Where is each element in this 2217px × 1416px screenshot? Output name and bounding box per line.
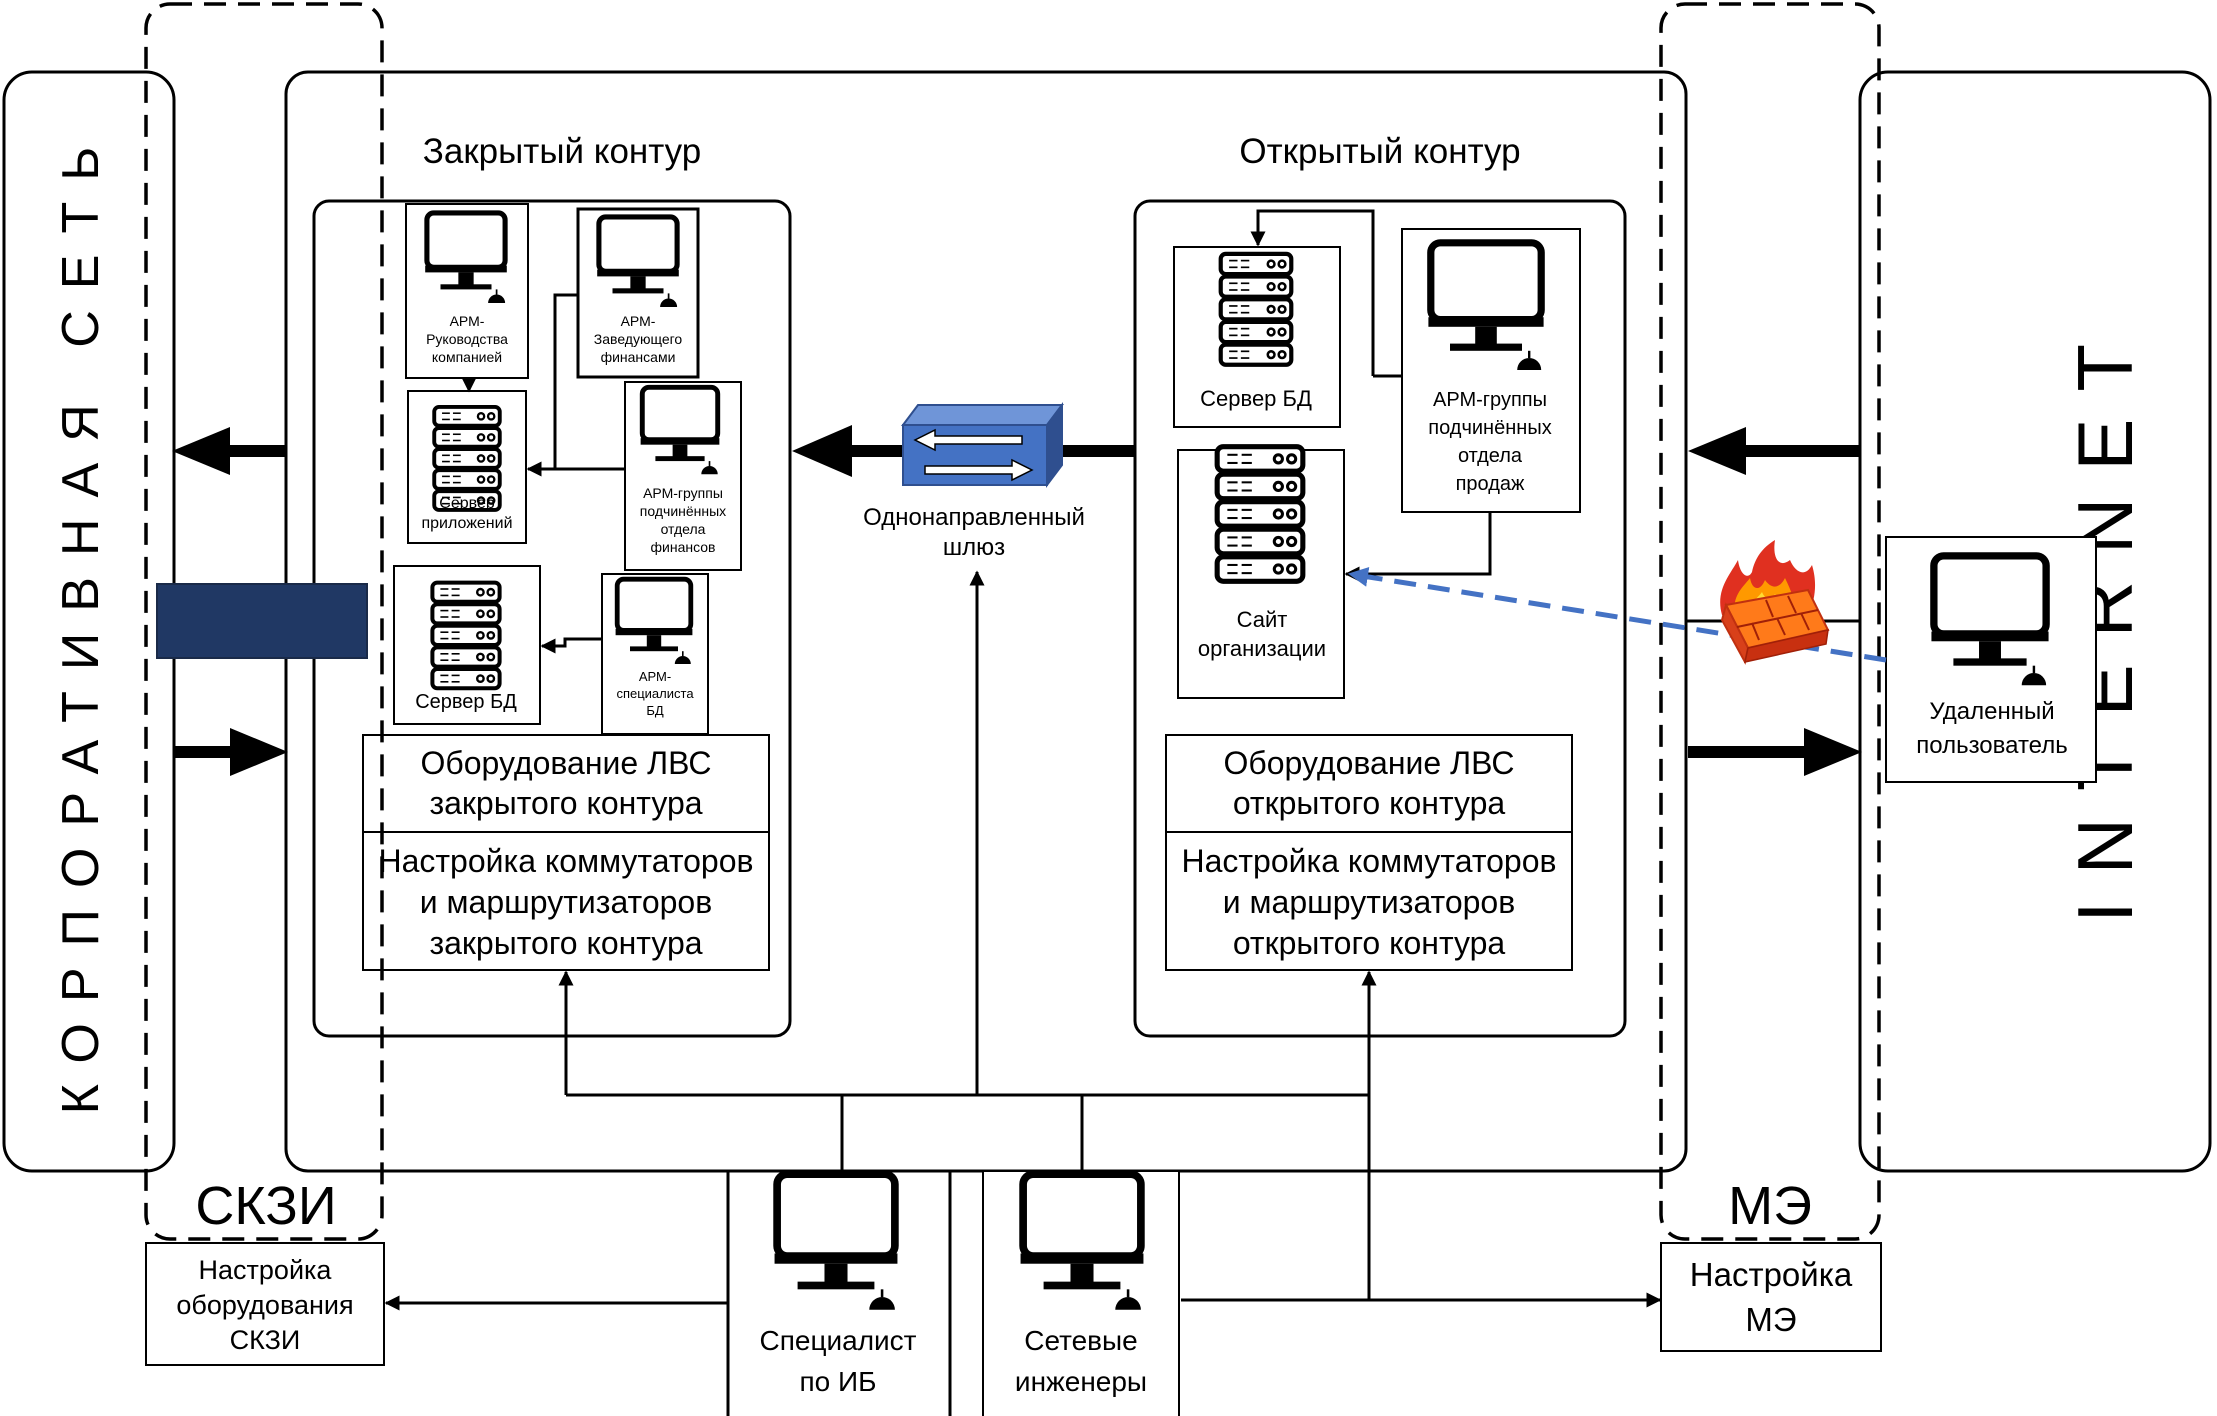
closed-lan-equipment: Оборудование ЛВС закрытого контура xyxy=(362,734,770,833)
arm-prodazh-line-3: отдела xyxy=(1458,445,1523,467)
svg-text:и маршрутизаторов: и маршрутизаторов xyxy=(1223,884,1515,920)
closed-zone-title: Закрытый контур xyxy=(423,132,702,171)
zaved-to-app-server-connector xyxy=(526,293,578,477)
arm-gruppy-finansov-line-4: финансов xyxy=(651,539,716,555)
open-server-bd-node[interactable]: Сервер БД xyxy=(1173,246,1341,428)
arm-prodazh-line-2: подчинённых xyxy=(1428,417,1551,439)
svg-text:закрытого контура: закрытого контура xyxy=(429,785,702,821)
closed-server-bd-node[interactable]: Сервер БД xyxy=(393,565,541,725)
open-lan-config: Настройка коммутаторов и маршрутизаторов… xyxy=(1165,831,1573,971)
open-to-internet-arrow xyxy=(1804,728,1862,776)
svg-text:Настройка: Настройка xyxy=(199,1255,333,1285)
server-prilozheniy-node[interactable]: Сервер приложений xyxy=(407,390,527,544)
arm-zaveduyushchego-node[interactable]: АРМ- Заведующего финансами xyxy=(576,207,700,379)
svg-text:Сетевые: Сетевые xyxy=(1024,1325,1138,1356)
open-zone-title: Открытый контур xyxy=(1239,132,1520,171)
corporate-network-label: КОРПОРАТИВНАЯ СЕТЬ xyxy=(52,126,110,1115)
spec-to-db-connector xyxy=(540,637,602,654)
site-line-2: организации xyxy=(1198,636,1326,661)
arm-prodazh-node[interactable]: АРМ-группы подчинённых отдела продаж xyxy=(1401,228,1581,513)
skzi-zone-label: СКЗИ xyxy=(195,1176,336,1236)
svg-text:и маршрутизаторов: и маршрутизаторов xyxy=(420,884,712,920)
arm-rukovodstva-node[interactable]: АРМ- Руководства компанией xyxy=(405,203,529,379)
site-line-1: Сайт xyxy=(1237,607,1288,632)
closed-to-corporate-arrow xyxy=(172,427,230,475)
firewall-icon xyxy=(1720,540,1830,665)
closed-lan-config: Настройка коммутаторов и маршрутизаторов… xyxy=(362,831,770,971)
svg-text:Настройка коммутаторов: Настройка коммутаторов xyxy=(1181,843,1556,879)
gateway-icon[interactable] xyxy=(901,402,1064,488)
svg-text:СКЗИ: СКЗИ xyxy=(230,1325,301,1355)
svg-text:открытого контура: открытого контура xyxy=(1233,925,1506,961)
arm-prodazh-line-4: продаж xyxy=(1456,473,1525,495)
arm-rukovodstva-line-1: АРМ- xyxy=(450,313,485,329)
server-rack-icon xyxy=(1221,254,1292,365)
arm-rukovodstva-line-3: компанией xyxy=(432,349,502,365)
arm-specialista-bd-line-3: БД xyxy=(646,703,664,718)
me-zone-outline xyxy=(1659,2,1881,1241)
arm-gruppy-finansov-line-2: подчинённых xyxy=(640,503,726,519)
arm-specialista-bd-node[interactable]: АРМ- специалиста БД xyxy=(601,573,709,735)
arm-zaveduyushchego-line-3: финансами xyxy=(601,349,676,365)
arm-rukovodstva-line-2: Руководства xyxy=(426,331,508,347)
network-engineers-node[interactable]: Сетевые инженеры xyxy=(982,1170,1180,1416)
arm-zaveduyushchego-line-2: Заведующего xyxy=(594,331,683,347)
server-prilozheniy-line-2: приложений xyxy=(421,515,512,532)
remote-user-line-1: Удаленный xyxy=(1929,698,2054,725)
remote-user-node[interactable]: Удаленный пользователь xyxy=(1885,536,2097,783)
is-specialist-node[interactable]: Специалист по ИБ xyxy=(726,1169,952,1416)
svg-text:Настройка коммутаторов: Настройка коммутаторов xyxy=(378,843,753,879)
remote-user-to-site-link xyxy=(1348,566,1887,663)
svg-text:МЭ: МЭ xyxy=(1745,1301,1796,1338)
skzi-encryptor-block[interactable] xyxy=(156,583,368,659)
arm-gruppy-finansov-line-1: АРМ-группы xyxy=(643,485,723,501)
server-rack-icon xyxy=(1217,447,1303,582)
svg-text:Специалист: Специалист xyxy=(759,1325,916,1356)
svg-text:закрытого контура: закрытого контура xyxy=(429,925,702,961)
prodazh-to-site-connector xyxy=(1344,512,1492,582)
gateway-label-line-1: Однонаправленный xyxy=(863,504,1085,531)
svg-text:инженеры: инженеры xyxy=(1015,1366,1147,1397)
site-node[interactable]: Сайт организации xyxy=(1177,447,1345,699)
arm-zaveduyushchego-line-1: АРМ- xyxy=(621,313,656,329)
arm-specialista-bd-line-2: специалиста xyxy=(616,686,694,701)
internet-to-open-arrow xyxy=(1688,427,1746,475)
skzi-config-box[interactable]: Настройка оборудования СКЗИ xyxy=(145,1242,385,1366)
arm-gruppy-finansov-line-3: отдела xyxy=(661,521,706,537)
gateway-label-line-2: шлюз xyxy=(943,534,1005,561)
server-rack-icon xyxy=(432,583,499,689)
svg-text:оборудования: оборудования xyxy=(176,1290,353,1320)
arm-prodazh-line-1: АРМ-группы xyxy=(1433,389,1547,411)
corporate-to-closed-arrow xyxy=(230,728,288,776)
server-prilozheniy-line-1: Сервер xyxy=(439,495,495,512)
skzi-zone-outline xyxy=(144,2,384,1241)
gateway-arrow-head xyxy=(792,425,852,477)
me-config-box[interactable]: Настройка МЭ xyxy=(1660,1242,1882,1352)
open-server-bd-label: Сервер БД xyxy=(1200,386,1312,411)
arm-specialista-bd-line-1: АРМ- xyxy=(639,669,671,684)
svg-text:открытого контура: открытого контура xyxy=(1233,785,1506,821)
svg-text:по ИБ: по ИБ xyxy=(799,1366,876,1397)
svg-text:Настройка: Настройка xyxy=(1690,1256,1853,1293)
svg-text:Оборудование ЛВС: Оборудование ЛВС xyxy=(1224,745,1515,781)
closed-server-bd-label: Сервер БД xyxy=(415,691,517,713)
arm-gruppy-finansov-node[interactable]: АРМ-группы подчинённых отдела финансов xyxy=(624,381,742,571)
open-lan-equipment: Оборудование ЛВС открытого контура xyxy=(1165,734,1573,833)
me-zone-label: МЭ xyxy=(1728,1176,1812,1236)
remote-user-line-2: пользователь xyxy=(1916,732,2068,759)
prodazh-to-db-connector xyxy=(1250,209,1375,376)
svg-text:Оборудование ЛВС: Оборудование ЛВС xyxy=(421,745,712,781)
